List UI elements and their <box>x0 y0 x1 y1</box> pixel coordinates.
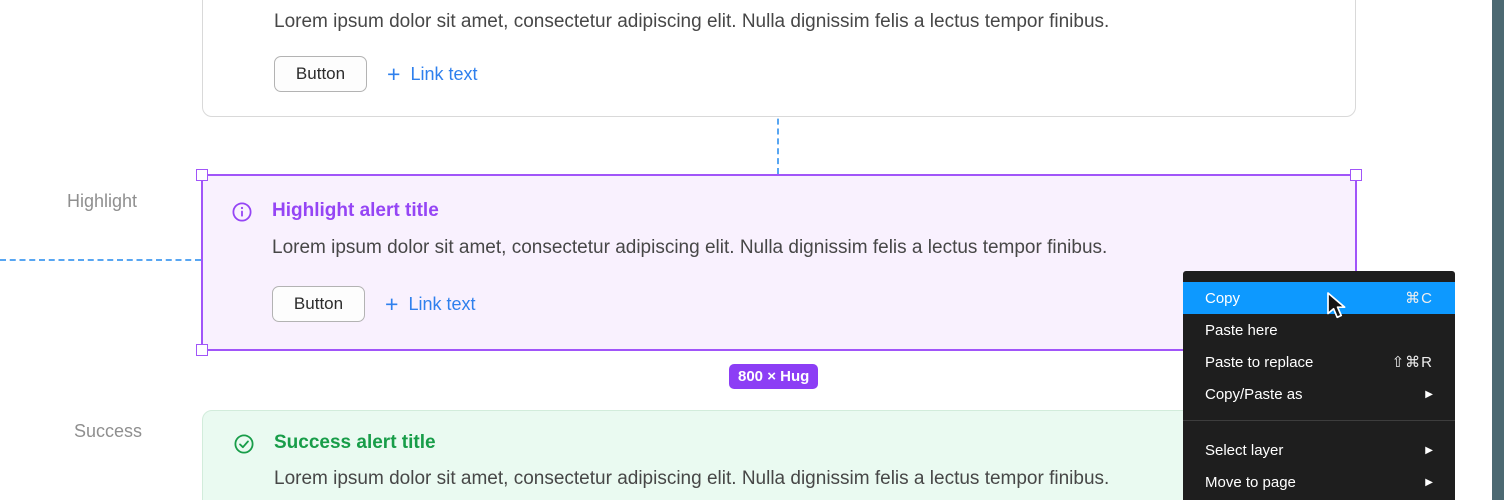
alert-link[interactable]: + Link text <box>387 61 478 87</box>
alert-link-label: Link text <box>410 63 478 84</box>
menu-item-label: Copy/Paste as <box>1205 385 1303 403</box>
selection-handle-top-right[interactable] <box>1350 169 1362 181</box>
menu-item-label: Select layer <box>1205 441 1284 459</box>
menu-item-label: Move to page <box>1205 473 1296 491</box>
menu-item-paste-here[interactable]: Paste here <box>1183 314 1455 346</box>
alert-link-label: Link text <box>408 293 476 314</box>
menu-item-label: Paste here <box>1205 321 1278 339</box>
alert-actions: Button + Link text <box>272 286 475 322</box>
menu-shortcut: ⇧⌘R <box>1391 354 1433 371</box>
selection-handle-top-left[interactable] <box>196 169 208 181</box>
alert-body-text: Lorem ipsum dolor sit amet, consectetur … <box>274 11 1110 32</box>
alert-button[interactable]: Button <box>272 286 365 322</box>
alert-body-text: Lorem ipsum dolor sit amet, consectetur … <box>274 468 1110 489</box>
alert-button-label: Button <box>295 64 346 83</box>
submenu-arrow-icon: ▶ <box>1425 444 1433 456</box>
info-circle-icon <box>232 202 252 222</box>
horizontal-guide-line <box>0 259 201 261</box>
menu-item-select-layer[interactable]: Select layer ▶ <box>1183 434 1455 466</box>
alert-card-neutral[interactable]: Lorem ipsum dolor sit amet, consectetur … <box>202 0 1356 117</box>
submenu-arrow-icon: ▶ <box>1425 388 1433 400</box>
menu-item-label: Paste to replace <box>1205 353 1314 371</box>
alert-button-label: Button <box>293 294 344 313</box>
variant-label-highlight: Highlight <box>67 191 138 211</box>
alert-button[interactable]: Button <box>274 56 367 92</box>
alert-card-success[interactable]: Success alert title Lorem ipsum dolor si… <box>202 410 1356 500</box>
alert-body-text: Lorem ipsum dolor sit amet, consectetur … <box>272 237 1108 258</box>
mouse-cursor-icon <box>1326 292 1352 325</box>
alert-card-highlight[interactable]: Highlight alert title Lorem ipsum dolor … <box>201 174 1357 351</box>
selection-handle-bottom-left[interactable] <box>196 344 208 356</box>
menu-item-label: Copy <box>1205 289 1241 307</box>
plus-icon: + <box>387 61 401 87</box>
menu-separator <box>1183 420 1455 421</box>
selection-size-badge: 800 × Hug <box>729 364 819 389</box>
variant-label-success: Success <box>74 421 143 441</box>
menu-item-paste-to-replace[interactable]: Paste to replace ⇧⌘R <box>1183 346 1455 378</box>
alert-actions: Button + Link text <box>274 56 477 92</box>
check-circle-icon <box>234 434 254 454</box>
menu-shortcut: ⌘C <box>1405 290 1433 307</box>
right-panel-edge <box>1492 0 1504 500</box>
plus-icon: + <box>385 291 399 317</box>
alert-link[interactable]: + Link text <box>385 291 476 317</box>
submenu-arrow-icon: ▶ <box>1425 476 1433 488</box>
alert-title: Highlight alert title <box>272 200 439 221</box>
menu-item-move-to-page[interactable]: Move to page ▶ <box>1183 466 1455 498</box>
menu-item-copy[interactable]: Copy ⌘C <box>1183 282 1455 314</box>
alert-title: Success alert title <box>274 432 436 453</box>
menu-item-copy-paste-as[interactable]: Copy/Paste as ▶ <box>1183 378 1455 410</box>
